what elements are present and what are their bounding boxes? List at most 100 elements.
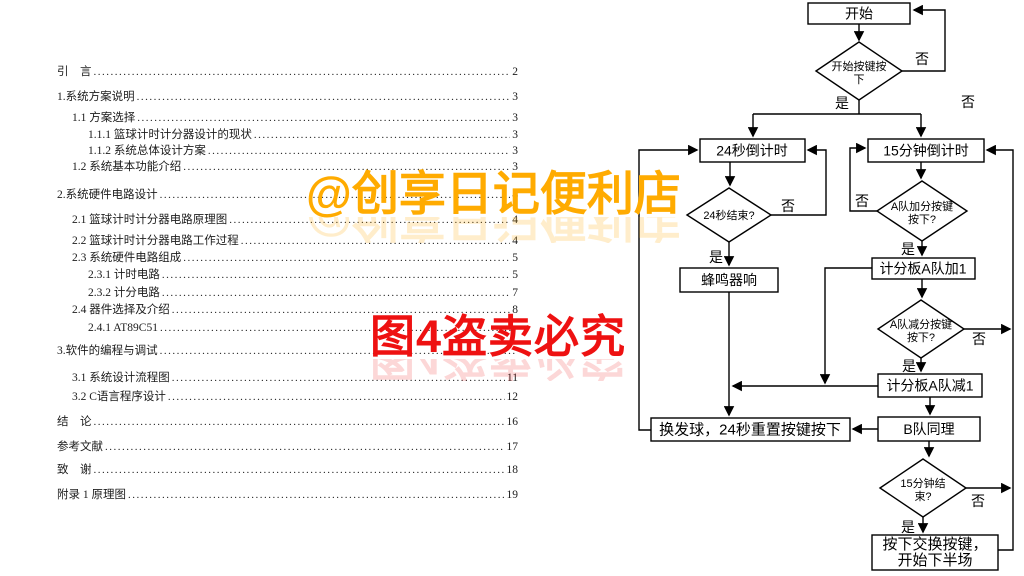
flow-diamond-start-key-label: 下 — [854, 74, 865, 86]
flow-diamond-sub-a-key-label: A队减分按键 — [890, 317, 952, 331]
flow-box-change-serve — [650, 417, 851, 442]
toc-leader-dots: ........................................… — [159, 345, 516, 357]
toc-entry[interactable]: 参考文献....................................… — [57, 440, 518, 454]
toc-entry[interactable]: 3.2 C语言程序设计.............................… — [72, 390, 518, 404]
watermark-red-reflection: 图4盗卖必究 — [370, 359, 626, 381]
toc-entry[interactable]: 2.4 器件选择及介绍.............................… — [72, 303, 518, 317]
flow-box-timer15-label: 15分钟倒计时 — [883, 143, 969, 159]
toc-entry-label: 1.1 方案选择 — [72, 112, 136, 124]
flow-diamond-end15 — [878, 458, 968, 518]
watermark-yellow-reflection: @创享日记便利店 — [306, 217, 681, 243]
toc-entry-label: 附录 1 原理图 — [57, 489, 126, 501]
flowchart-figure: 开始 24秒倒计时 15分钟倒计时 蜂鸣器响 计分板A队加1 计分板A队减1 换… — [630, 0, 1024, 576]
toc-entry[interactable]: 2.3.2 计分电路..............................… — [88, 286, 518, 300]
flow-branch-yes-label: 是 — [901, 241, 915, 257]
toc-entry[interactable]: 2.2 篮球计时计分器电路工作过程.......................… — [72, 234, 518, 248]
flow-diamond-sub-a-key-label: 按下? — [907, 330, 935, 344]
flow-branch-no-label: 否 — [855, 193, 869, 209]
flow-arrow-end24-no-loop — [771, 144, 827, 216]
toc-entry[interactable]: 致 谢.....................................… — [57, 463, 518, 477]
toc-leader-dots: ........................................… — [253, 129, 510, 141]
table-of-contents: 引 言.....................................… — [57, 65, 518, 502]
toc-entry[interactable]: 2.1 篮球计时计分器电路原理图........................… — [72, 213, 518, 227]
toc-entry-page: 3 — [512, 161, 518, 173]
toc-entry-page: 2 — [512, 66, 518, 78]
toc-entry-label: 2.3.1 计时电路 — [88, 269, 160, 281]
toc-entry[interactable]: 1.1.1 篮球计时计分器设计的现状......................… — [88, 128, 518, 142]
flow-box-start — [807, 2, 911, 25]
toc-entry[interactable]: 附录 1 原理图................................… — [57, 488, 518, 502]
flow-box-sub-a — [877, 373, 983, 398]
toc-entry-page: 3 — [512, 112, 518, 124]
flow-box-buzzer-label: 蜂鸣器响 — [701, 272, 757, 288]
flow-diamond-end24 — [685, 187, 773, 243]
toc-leader-dots: ........................................… — [171, 304, 511, 316]
toc-entry-label: 2.3 系统硬件电路组成 — [72, 252, 182, 264]
flow-box-add-a — [871, 257, 976, 280]
flow-branch-yes-label: 是 — [709, 249, 723, 265]
toc-entry-label: 2.3.2 计分电路 — [88, 287, 160, 299]
toc-entry-page: 12 — [506, 391, 519, 403]
toc-entry[interactable]: 3.软件的编程与调试..............................… — [57, 344, 518, 358]
flow-arrow-adda-merge-down — [819, 267, 872, 385]
toc-entry[interactable]: 1.2 系统基本功能介绍............................… — [72, 160, 518, 174]
toc-entry-label: 2.4 器件选择及介绍 — [72, 304, 170, 316]
toc-entry[interactable]: 结 论.....................................… — [57, 415, 518, 429]
toc-entry-label: 3.2 C语言程序设计 — [72, 391, 166, 403]
flow-diamond-start-key — [814, 41, 904, 101]
toc-leader-dots: ........................................… — [240, 235, 511, 247]
flow-branch-yes-label: 是 — [902, 358, 916, 374]
toc-entry[interactable]: 2.3 系统硬件电路组成............................… — [72, 251, 518, 265]
flow-arrow-no-loop-to-start — [902, 4, 946, 72]
toc-entry[interactable]: 2.系统硬件电路设计..............................… — [57, 188, 518, 202]
flow-box-sub-a-label: 计分板A队减1 — [886, 378, 973, 394]
toc-entry-page: 7 — [512, 287, 518, 299]
flow-box-timer24-label: 24秒倒计时 — [716, 143, 788, 159]
toc-entry-page: 4 — [512, 214, 518, 226]
flow-box-team-b — [877, 416, 981, 442]
toc-leader-dots: ........................................… — [171, 372, 505, 384]
flow-diamond-end15-label: 束? — [914, 490, 931, 503]
flow-branch-no-label: 否 — [972, 331, 986, 347]
toc-entry[interactable]: 1.系统方案说明................................… — [57, 90, 518, 104]
toc-leader-dots: ........................................… — [207, 145, 510, 157]
flow-diamond-start-key-label: 开始按键按 — [832, 59, 887, 73]
toc-entry-label: 2.4.1 AT89C51 — [88, 322, 158, 334]
flow-box-buzzer — [679, 267, 779, 293]
toc-leader-dots: ........................................… — [105, 441, 505, 453]
toc-leader-dots: ........................................… — [161, 287, 511, 299]
flow-box-timer15 — [867, 138, 985, 163]
toc-leader-dots: ........................................… — [93, 66, 511, 78]
toc-leader-dots: ........................................… — [93, 464, 505, 476]
toc-leader-dots: ........................................… — [159, 189, 511, 201]
toc-entry[interactable]: 2.4.1 AT89C51...........................… — [88, 321, 518, 335]
flow-diamond-end24-label: 24秒结束? — [703, 208, 754, 222]
flow-arrow-right-rail-to-timer15 — [985, 144, 1014, 551]
toc-leader-dots: ........................................… — [93, 416, 505, 428]
toc-leader-dots: ........................................… — [167, 391, 505, 403]
toc-leader-dots: ........................................… — [159, 322, 516, 334]
toc-entry-page: 3 — [512, 129, 518, 141]
toc-entry-page: 4 — [512, 235, 518, 247]
toc-entry-label: 引 言 — [57, 66, 92, 78]
toc-entry[interactable]: 3.1 系统设计流程图.............................… — [72, 371, 518, 385]
toc-leader-dots: ........................................… — [183, 161, 511, 173]
flow-branch-yes-label: 是 — [835, 95, 849, 111]
toc-entry[interactable]: 引 言.....................................… — [57, 65, 518, 79]
toc-entry-page: 4 — [512, 189, 518, 201]
flow-box-swap-half — [871, 534, 999, 571]
toc-entry-label: 致 谢 — [57, 464, 92, 476]
toc-entry[interactable]: 1.1 方案选择................................… — [72, 111, 518, 125]
toc-entry-page: 3 — [512, 145, 518, 157]
toc-entry[interactable]: 1.1.2 系统总体设计方案..........................… — [88, 144, 518, 158]
flow-diamond-sub-a-key — [876, 299, 966, 359]
toc-entry-label: 参考文献 — [57, 441, 103, 453]
flow-branch-no-label: 否 — [915, 51, 929, 67]
flow-box-add-a-label: 计分板A队加1 — [879, 261, 966, 277]
flow-box-change-serve-label: 换发球，24秒重置按键按下 — [659, 422, 841, 439]
toc-leader-dots: ........................................… — [137, 112, 510, 124]
toc-entry-label: 1.1.2 系统总体设计方案 — [88, 145, 206, 157]
toc-entry[interactable]: 2.3.1 计时电路..............................… — [88, 268, 518, 282]
flow-branch-no-label: 否 — [781, 198, 795, 214]
flow-arrow-addkey-no-loop — [849, 142, 877, 212]
